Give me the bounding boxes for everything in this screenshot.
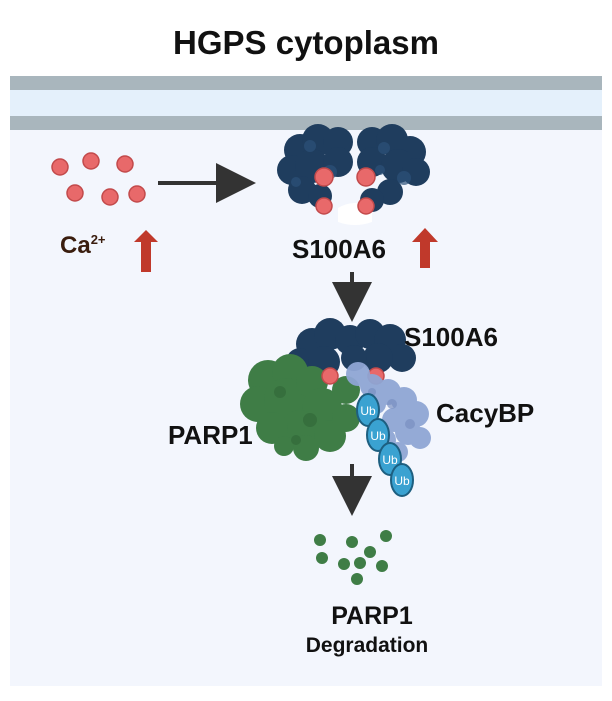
calcium-ion	[51, 158, 69, 176]
calcium-increase-arrow-icon	[134, 230, 158, 272]
s100a6-complex-label: S100A6	[404, 322, 498, 352]
parp1-protein-icon	[240, 354, 360, 461]
svg-text:Ub: Ub	[360, 404, 376, 418]
peptide-fragment	[316, 552, 328, 564]
peptide-fragment	[354, 557, 366, 569]
s100a6-increase-arrow-icon	[412, 228, 438, 268]
parp1-label: PARP1	[168, 420, 253, 450]
degradation-label: Degradation	[305, 634, 429, 657]
ubiquitin-icon: Ub	[390, 463, 414, 497]
peptide-fragment	[364, 546, 376, 558]
svg-text:Ub: Ub	[382, 453, 398, 467]
parp1-result-label: PARP1	[331, 602, 413, 630]
peptide-fragment	[351, 573, 363, 585]
calcium-ions	[51, 152, 146, 206]
peptide-fragment	[314, 534, 326, 546]
peptide-fragment	[376, 560, 388, 572]
calcium-label: Ca2+	[60, 232, 106, 259]
calcium-ion	[128, 185, 146, 203]
page-title: HGPS cytoplasm	[173, 24, 439, 61]
svg-text:Ub: Ub	[370, 429, 386, 443]
calcium-ion	[116, 155, 134, 173]
svg-text:Ub: Ub	[394, 474, 410, 488]
peptide-fragment	[380, 530, 392, 542]
ubiquitin-chain: Ub Ub Ub Ub	[356, 393, 414, 497]
degraded-fragments	[314, 530, 392, 585]
s100a6-label: S100A6	[292, 234, 386, 264]
ubiquitin-icon: Ub	[366, 418, 390, 452]
peptide-fragment	[346, 536, 358, 548]
cacybp-label: CacyBP	[436, 398, 535, 428]
calcium-ion	[66, 184, 84, 202]
peptide-fragment	[338, 558, 350, 570]
calcium-ion	[82, 152, 100, 170]
calcium-ion	[101, 188, 119, 206]
s100a6-dimer-icon	[277, 124, 430, 225]
cell-membrane	[10, 76, 602, 130]
